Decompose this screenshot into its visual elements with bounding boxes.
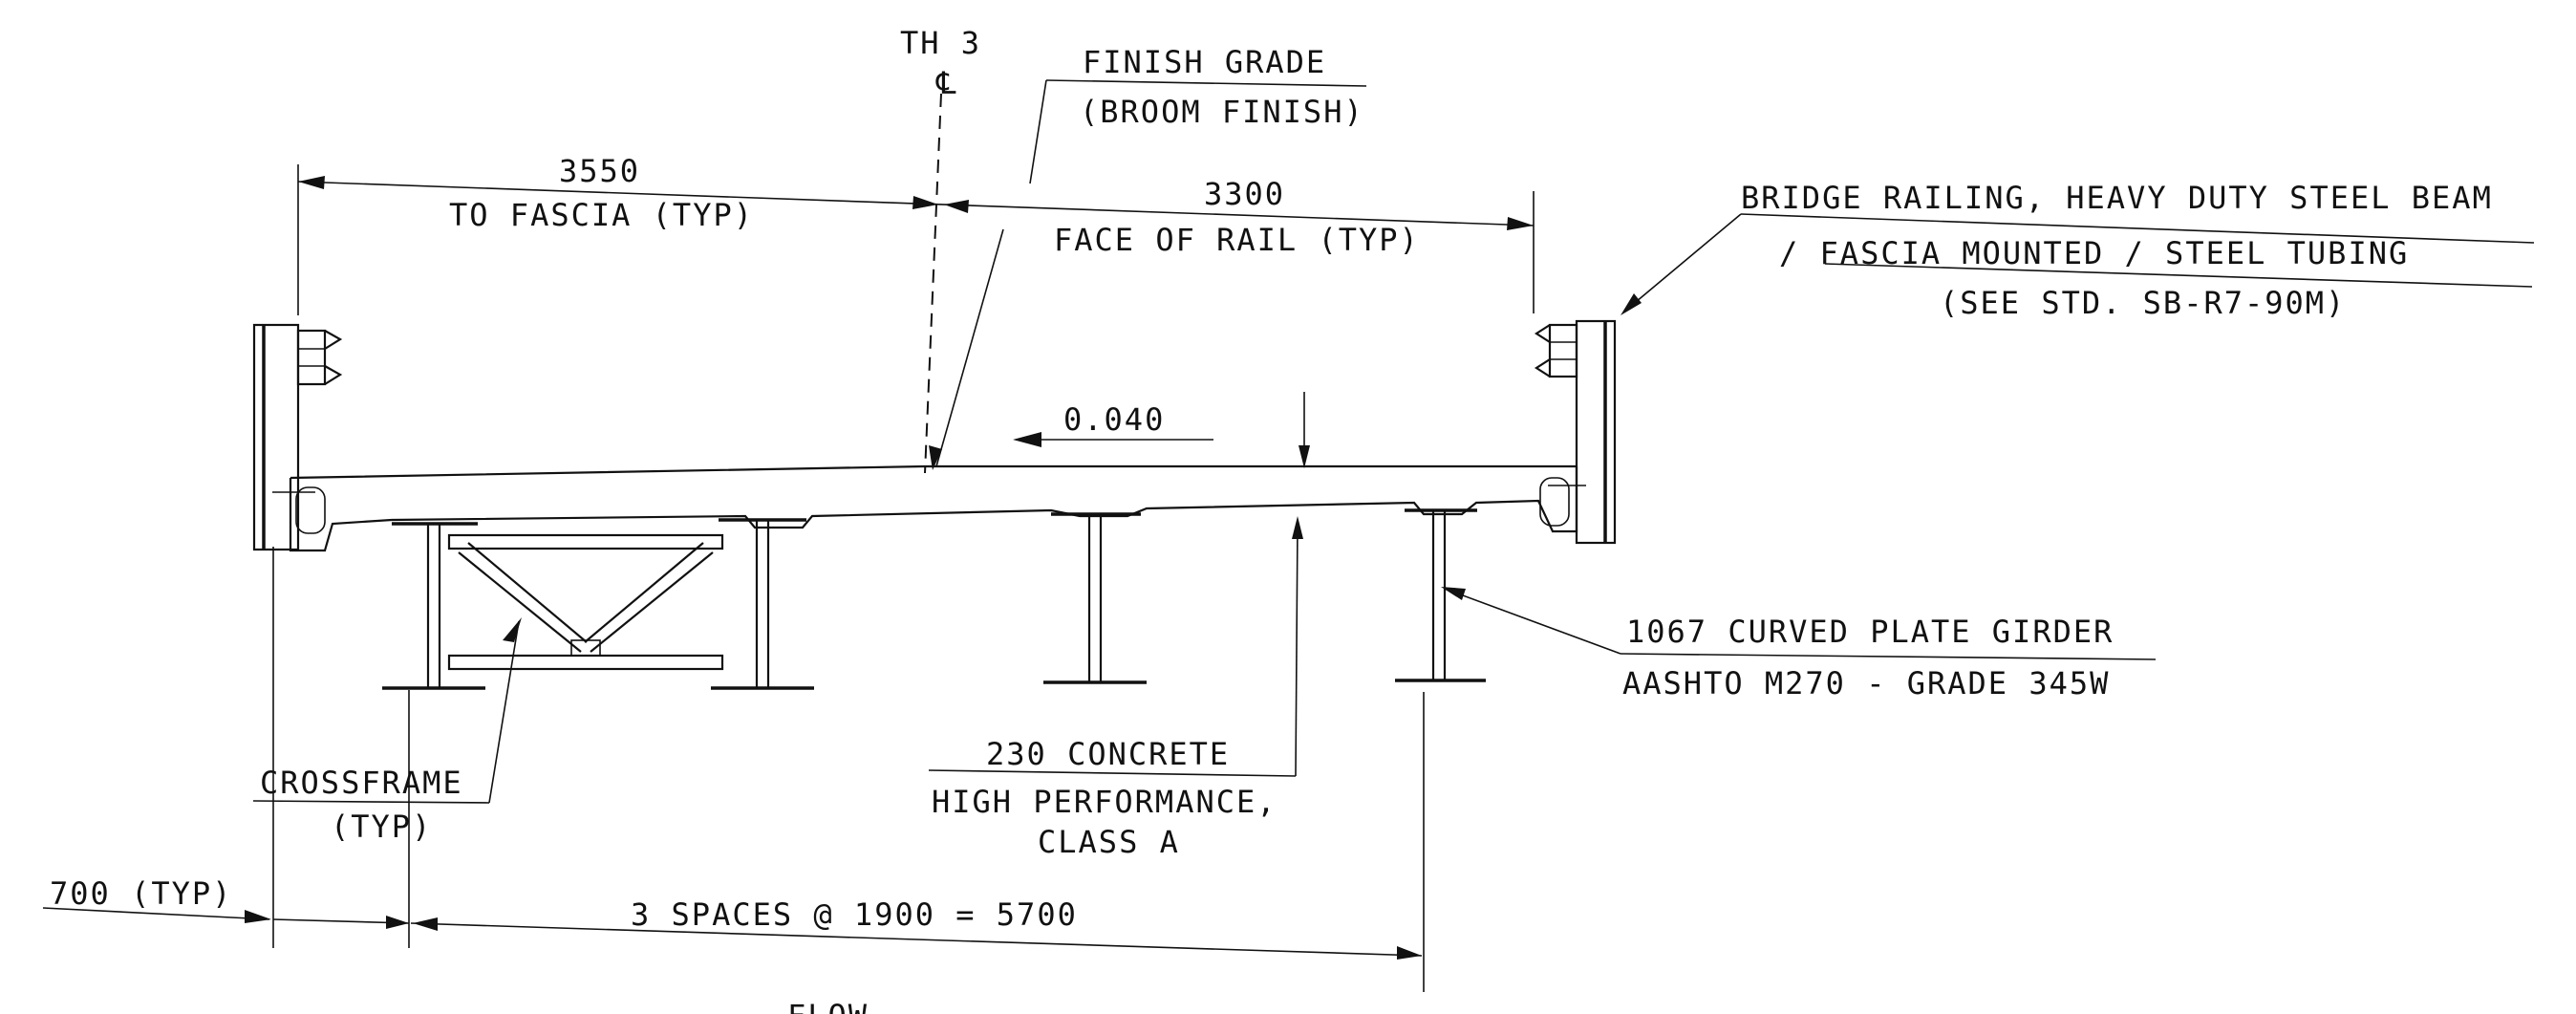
deck-slab: [289, 464, 1578, 552]
crossframe-callout: CROSSFRAME (TYP): [252, 617, 522, 845]
girder-3: [1043, 512, 1147, 684]
finish-grade-label: FINISH GRADE: [1083, 44, 1326, 80]
centerline-symbol: ℄: [935, 65, 958, 101]
overhang-dimension: 700 (TYP): [50, 875, 232, 912]
dim-left-label: TO FASCIA (TYP): [449, 197, 754, 233]
right-railing: [1534, 319, 1617, 545]
dim-right-value: 3300: [1204, 176, 1285, 212]
girder-callout: 1067 CURVED PLATE GIRDER AASHTO M270 - G…: [1441, 587, 2157, 701]
centerline: TH 3 ℄: [900, 25, 981, 474]
crossframe-label: CROSSFRAME: [260, 765, 463, 801]
girder-4: [1395, 508, 1486, 682]
crossframe: [447, 533, 724, 671]
concrete-line3: CLASS A: [1038, 824, 1180, 860]
finish-grade-callout: FINISH GRADE (BROOM FINISH): [929, 44, 1367, 470]
girder-spacing-dimension: 3 SPACES @ 1900 = 5700: [631, 896, 1078, 933]
railing-callout: BRIDGE RAILING, HEAVY DUTY STEEL BEAM / …: [1621, 180, 2535, 321]
concrete-line1: 230 CONCRETE: [986, 736, 1230, 772]
girder-2: [711, 518, 814, 690]
crossframe-note: (TYP): [331, 809, 432, 845]
slope-value: 0.040: [1063, 401, 1165, 438]
dim-right-label: FACE OF RAIL (TYP): [1054, 222, 1420, 258]
girder-line2: AASHTO M270 - GRADE 345W: [1622, 665, 2110, 701]
centerline-label: TH 3: [900, 25, 981, 61]
concrete-line2: HIGH PERFORMANCE,: [932, 784, 1277, 820]
railing-line1: BRIDGE RAILING, HEAVY DUTY STEEL BEAM: [1741, 180, 2493, 216]
left-railing: [252, 323, 343, 551]
slope-indicator: 0.040: [1013, 392, 1310, 468]
concrete-callout: 230 CONCRETE HIGH PERFORMANCE, CLASS A: [928, 516, 1303, 860]
bottom-dimension: 700 (TYP) 3 SPACES @ 1900 = 5700: [42, 547, 1425, 992]
girder-line1: 1067 CURVED PLATE GIRDER: [1626, 614, 2114, 650]
flow-label: FLOW: [787, 998, 869, 1014]
top-dimension: 3550 TO FASCIA (TYP) 3300 FACE OF RAIL (…: [297, 153, 1535, 315]
girder-1: [382, 522, 485, 690]
railing-line3: (SEE STD. SB-R7-90M): [1940, 285, 2346, 321]
finish-grade-note: (BROOM FINISH): [1080, 94, 1364, 130]
dim-left-value: 3550: [559, 153, 640, 189]
railing-line2: / FASCIA MOUNTED / STEEL TUBING: [1779, 235, 2409, 271]
